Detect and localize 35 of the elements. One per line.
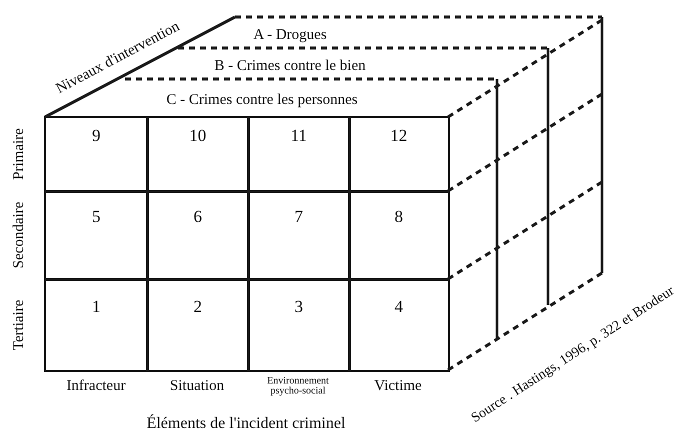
grid-cell <box>146 190 250 280</box>
grid-cell <box>44 190 148 280</box>
cell-number: 10 <box>189 126 206 146</box>
grid-cell <box>44 116 148 192</box>
cell-number: 6 <box>194 207 202 228</box>
cell-number: 11 <box>290 126 307 146</box>
column-label: Situation <box>170 378 224 394</box>
cell-number: 5 <box>92 207 100 228</box>
row-label: Secondaire <box>10 202 28 268</box>
column-label: Infracteur <box>66 378 126 394</box>
row-label: Tertiaire <box>10 300 28 350</box>
grid-cell <box>247 278 350 372</box>
layer-label: B - Crimes contre le bien <box>214 58 366 74</box>
cell-number: 2 <box>194 296 202 317</box>
layer-label: C - Crimes contre les personnes <box>166 92 358 108</box>
grid-cell <box>44 278 148 372</box>
layer-label: A - Drogues <box>253 26 327 44</box>
grid-cell <box>348 116 450 192</box>
column-label: Environnement psycho-social <box>266 376 330 396</box>
grid-cell <box>146 278 250 372</box>
grid-cell <box>247 116 350 192</box>
row-label: Primaire <box>10 128 28 180</box>
grid-cell <box>146 116 250 192</box>
cell-number: 9 <box>92 126 100 146</box>
grid-cell <box>247 190 350 280</box>
cell-number: 8 <box>394 207 403 228</box>
grid-cell <box>348 278 450 372</box>
grid-cell <box>348 190 450 280</box>
cell-number: 3 <box>294 296 303 317</box>
column-label: Victime <box>374 378 422 394</box>
cell-number: 1 <box>92 296 100 317</box>
cell-number: 12 <box>390 126 408 146</box>
cell-number: 7 <box>294 207 303 228</box>
cell-number: 4 <box>394 296 403 317</box>
diagram-title: Éléments de l'incident criminel <box>146 415 346 433</box>
